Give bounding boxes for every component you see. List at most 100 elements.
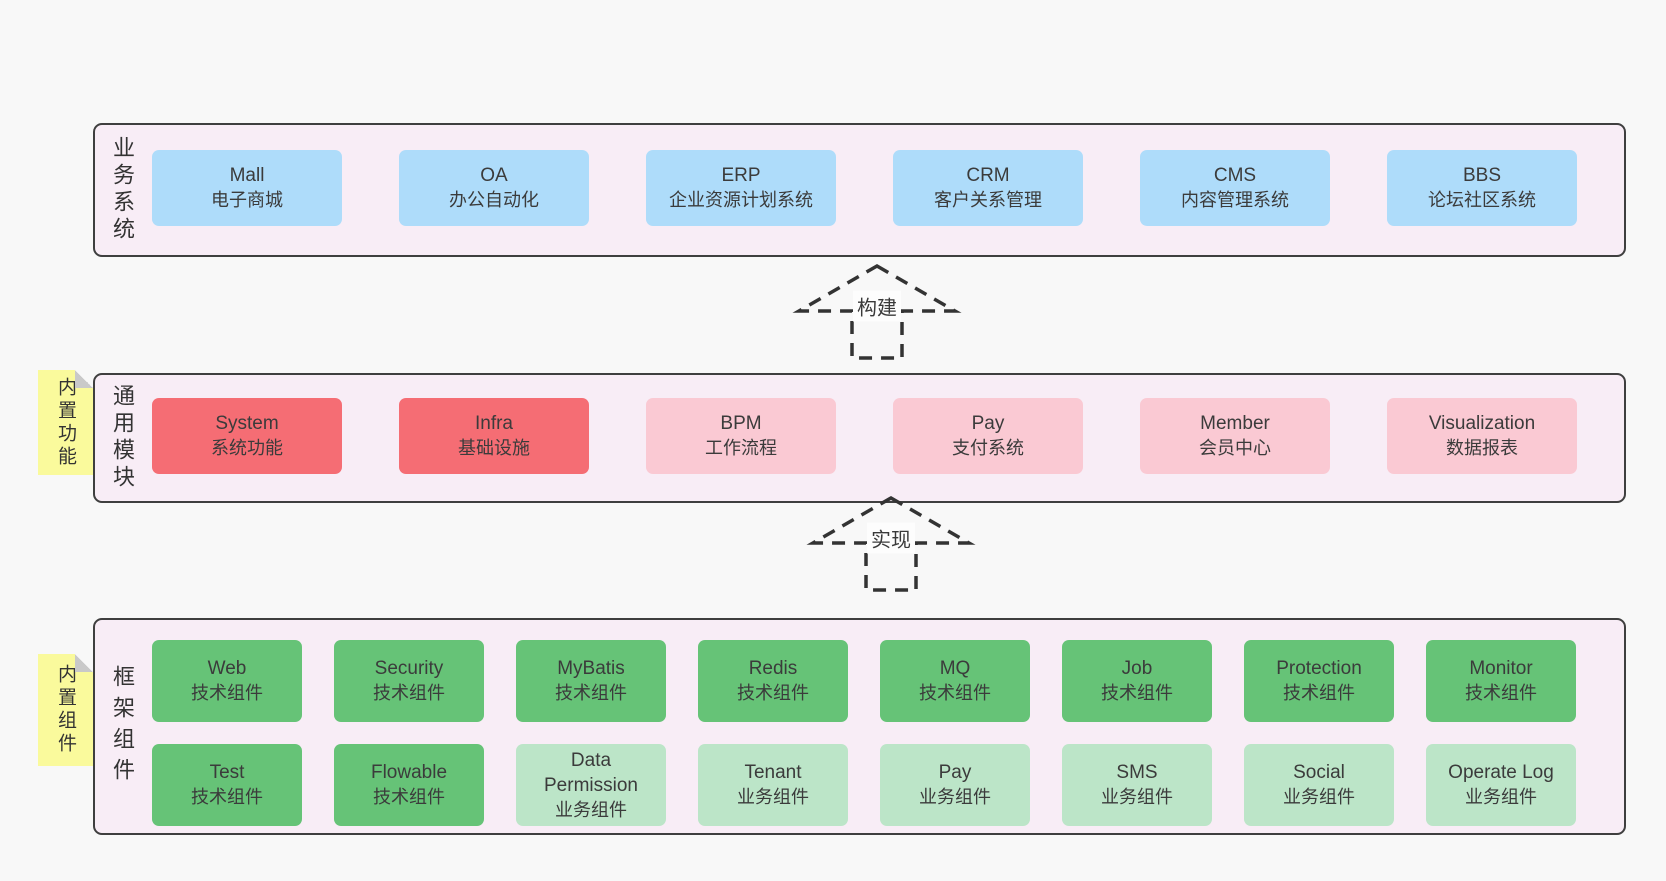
box-title: Web — [207, 658, 247, 679]
box-title: CRM — [966, 165, 1010, 186]
box-subtitle: 工作流程 — [705, 438, 777, 458]
box-subtitle: 系统功能 — [211, 438, 283, 458]
box-infra: Infra 基础设施 — [399, 398, 589, 474]
box-subtitle: 技术组件 — [555, 683, 627, 703]
box-subtitle: 客户关系管理 — [934, 190, 1042, 210]
section-business-systems-label: 业务系统 — [110, 136, 135, 244]
section-framework-components: 框架组件 Web 技术组件 Security 技术组件 MyBatis 技术组件… — [93, 618, 1626, 835]
box-title: Job — [1121, 658, 1153, 679]
box-web: Web 技术组件 — [152, 640, 302, 722]
up-arrow-icon — [806, 495, 976, 592]
box-subtitle: 技术组件 — [191, 683, 263, 703]
box-security: Security 技术组件 — [334, 640, 484, 722]
box-subtitle: 会员中心 — [1199, 438, 1271, 458]
box-flowable: Flowable 技术组件 — [334, 744, 484, 826]
box-title: Infra — [474, 413, 514, 434]
dashed-up-arrow-implement: 实现 — [806, 494, 976, 594]
box-cms: CMS 内容管理系统 — [1140, 150, 1330, 226]
box-title: Mall — [229, 165, 265, 186]
box-pay: Pay 支付系统 — [893, 398, 1083, 474]
box-subtitle: 技术组件 — [737, 683, 809, 703]
box-operate-log: Operate Log 业务组件 — [1426, 744, 1576, 826]
box-title: SMS — [1116, 762, 1158, 783]
box-subtitle: 技术组件 — [373, 787, 445, 807]
box-subtitle: 业务组件 — [1101, 787, 1173, 807]
box-title: Tenant — [744, 762, 802, 783]
box-subtitle: 支付系统 — [952, 438, 1024, 458]
box-tenant: Tenant 业务组件 — [698, 744, 848, 826]
module-box-row: System 系统功能 Infra 基础设施 BPM 工作流程 Pay 支付系统… — [152, 398, 1577, 474]
box-protection: Protection 技术组件 — [1244, 640, 1394, 722]
arrow-implement-label: 实现 — [867, 522, 915, 554]
box-title: Protection — [1276, 658, 1362, 679]
box-job: Job 技术组件 — [1062, 640, 1212, 722]
box-title: Social — [1293, 762, 1345, 783]
box-subtitle: 技术组件 — [919, 683, 991, 703]
box-member: Member 会员中心 — [1140, 398, 1330, 474]
box-subtitle: 内容管理系统 — [1181, 190, 1289, 210]
box-bbs: BBS 论坛社区系统 — [1387, 150, 1577, 226]
box-subtitle: 业务组件 — [1283, 787, 1355, 807]
component-box-row-1: Web 技术组件 Security 技术组件 MyBatis 技术组件 Redi… — [152, 640, 1576, 722]
box-sms: SMS 业务组件 — [1062, 744, 1212, 826]
box-subtitle: 基础设施 — [458, 438, 530, 458]
section-common-modules-label: 通用模块 — [110, 384, 135, 492]
arrow-build-label: 构建 — [853, 290, 901, 322]
box-data-permission: Data Permission 业务组件 — [516, 744, 666, 826]
sticky-note-built-in-features: 内置功能 — [38, 370, 93, 475]
box-subtitle: 技术组件 — [1283, 683, 1355, 703]
dashed-up-arrow-build: 构建 — [792, 262, 962, 362]
box-crm: CRM 客户关系管理 — [893, 150, 1083, 226]
box-redis: Redis 技术组件 — [698, 640, 848, 722]
box-mybatis: MyBatis 技术组件 — [516, 640, 666, 722]
up-arrow-icon — [792, 263, 962, 360]
box-title: Pay — [971, 413, 1005, 434]
box-subtitle: 办公自动化 — [449, 190, 539, 210]
box-title: Pay — [938, 762, 972, 783]
box-title: Monitor — [1469, 658, 1533, 679]
box-title: Security — [374, 658, 444, 679]
box-title: MyBatis — [557, 658, 625, 679]
box-title: BPM — [720, 413, 762, 434]
box-title: OA — [480, 165, 508, 186]
section-common-modules: 通用模块 System 系统功能 Infra 基础设施 BPM 工作流程 Pay… — [93, 373, 1626, 503]
box-title: Redis — [748, 658, 798, 679]
box-title: System — [215, 413, 279, 434]
box-bpm: BPM 工作流程 — [646, 398, 836, 474]
folded-corner-icon — [75, 370, 93, 388]
sticky-note-text: 内置功能 — [55, 376, 76, 469]
section-business-systems: 业务系统 Mall 电子商城 OA 办公自动化 ERP 企业资源计划系统 CRM… — [93, 123, 1626, 257]
box-subtitle: 技术组件 — [191, 787, 263, 807]
box-subtitle: 技术组件 — [373, 683, 445, 703]
box-system: System 系统功能 — [152, 398, 342, 474]
box-mq: MQ 技术组件 — [880, 640, 1030, 722]
box-title: Operate Log — [1448, 762, 1554, 783]
component-box-row-2: Test 技术组件 Flowable 技术组件 Data Permission … — [152, 744, 1576, 826]
box-title: Member — [1200, 413, 1270, 434]
box-subtitle: 业务组件 — [555, 799, 627, 820]
box-title: Data Permission — [544, 749, 638, 796]
box-title: MQ — [939, 658, 971, 679]
box-visualization: Visualization 数据报表 — [1387, 398, 1577, 474]
box-subtitle: 业务组件 — [919, 787, 991, 807]
box-subtitle: 论坛社区系统 — [1428, 190, 1536, 210]
box-title: BBS — [1462, 165, 1502, 186]
box-subtitle: 业务组件 — [737, 787, 809, 807]
box-title: ERP — [721, 165, 761, 186]
box-subtitle: 技术组件 — [1101, 683, 1173, 703]
box-oa: OA 办公自动化 — [399, 150, 589, 226]
box-subtitle: 数据报表 — [1446, 438, 1518, 458]
section-framework-components-label: 框架组件 — [110, 664, 135, 789]
box-test: Test 技术组件 — [152, 744, 302, 826]
box-subtitle: 电子商城 — [211, 190, 283, 210]
business-box-row: Mall 电子商城 OA 办公自动化 ERP 企业资源计划系统 CRM 客户关系… — [152, 150, 1577, 226]
box-subtitle: 业务组件 — [1465, 787, 1537, 807]
box-title: CMS — [1213, 165, 1257, 186]
box-social: Social 业务组件 — [1244, 744, 1394, 826]
folded-corner-icon — [75, 654, 93, 672]
box-subtitle: 技术组件 — [1465, 683, 1537, 703]
sticky-note-text: 内置组件 — [55, 664, 76, 756]
box-monitor: Monitor 技术组件 — [1426, 640, 1576, 722]
box-subtitle: 企业资源计划系统 — [669, 190, 813, 210]
